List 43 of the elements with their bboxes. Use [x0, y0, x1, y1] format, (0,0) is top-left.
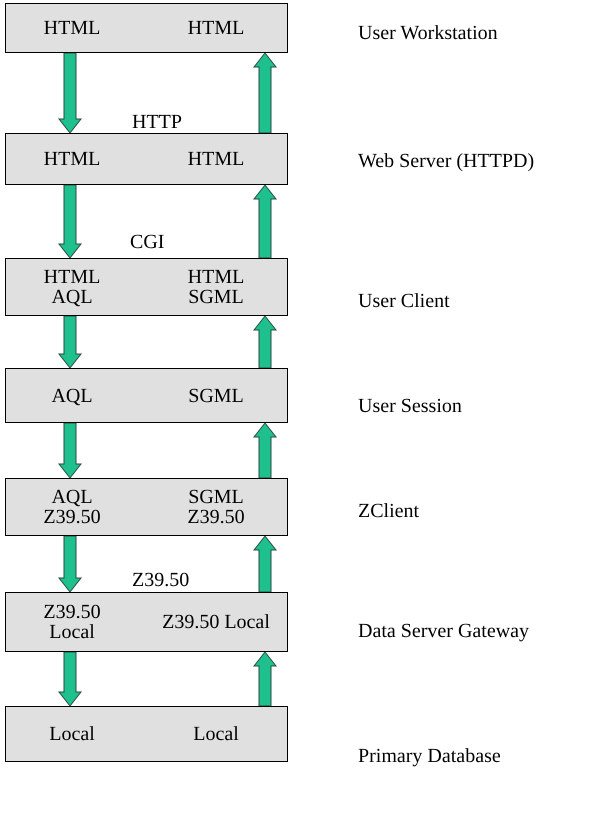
layer-name: Web Server (HTTPD) [358, 150, 534, 172]
layer-box [5, 706, 288, 762]
layer-box [5, 478, 288, 536]
block-arrow [58, 536, 82, 593]
block-arrow [58, 316, 82, 369]
format-text: SGML Z39.50 [186, 487, 246, 527]
format-text: HTML [42, 18, 102, 38]
protocol-label: CGI [130, 232, 164, 252]
format-text: HTML SGML [186, 267, 246, 307]
block-arrow [252, 315, 278, 368]
block-arrow [252, 52, 278, 134]
format-text: HTML [186, 18, 246, 38]
protocol-label: Z39.50 [132, 570, 190, 590]
format-text: AQL Z39.50 [42, 487, 102, 527]
layer-box [5, 368, 288, 423]
block-arrow [58, 422, 82, 479]
layer-name: Data Server Gateway [358, 620, 530, 642]
format-text: HTML [186, 149, 246, 169]
layer-box [5, 258, 288, 316]
format-text: SGML [187, 386, 245, 406]
format-text: Local [192, 724, 240, 744]
layer-name: Primary Database [358, 745, 501, 767]
format-text: AQL [50, 386, 94, 406]
layer-name: User Session [358, 395, 462, 417]
block-arrow [58, 52, 82, 134]
block-arrow [252, 535, 278, 592]
layer-name: User Client [358, 290, 450, 312]
format-text: Z39.50 Local [42, 602, 102, 642]
block-arrow [252, 422, 278, 478]
layer-name: ZClient [358, 500, 420, 522]
block-arrow [252, 184, 278, 258]
layer-box [5, 133, 288, 185]
format-text: HTML [42, 149, 102, 169]
protocol-label: HTTP [132, 112, 182, 132]
layer-name: User Workstation [358, 22, 498, 44]
layer-box [5, 3, 288, 53]
format-text: HTML AQL [42, 267, 102, 307]
format-text: Z39.50 Local [161, 612, 271, 632]
block-arrow [58, 184, 82, 259]
block-arrow [58, 652, 82, 707]
block-arrow [252, 651, 278, 706]
layer-box [5, 592, 288, 652]
format-text: Local [48, 724, 96, 744]
